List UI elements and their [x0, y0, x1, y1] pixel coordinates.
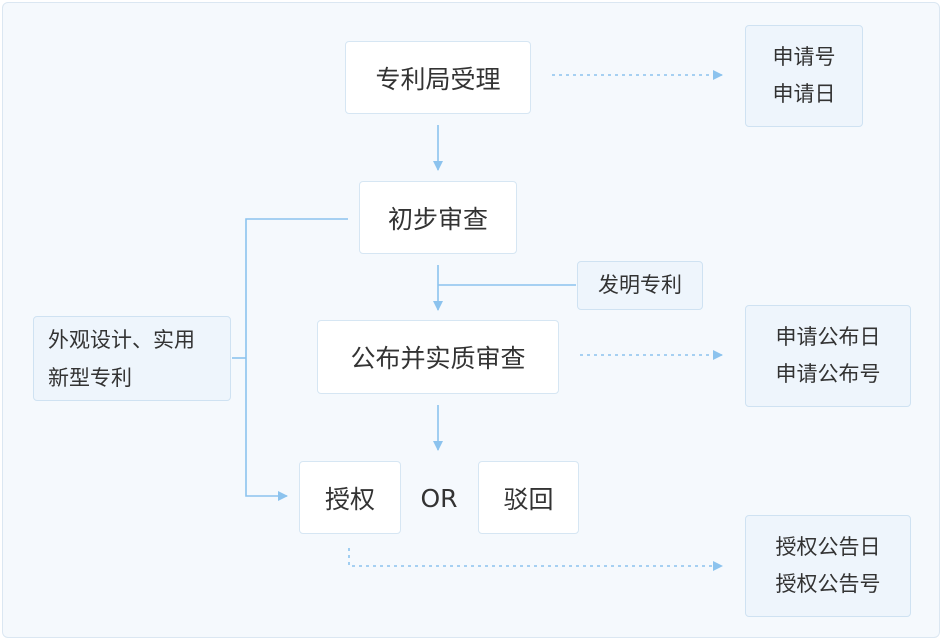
note-line: 新型专利: [48, 365, 132, 390]
or-text: OR: [420, 483, 458, 513]
step-preliminary: 初步审查: [359, 181, 517, 254]
note-grant-output: 授权公告日 授权公告号: [745, 515, 911, 617]
note-design-utility: 外观设计、实用 新型专利: [33, 316, 231, 401]
step-publish: 公布并实质审查: [317, 320, 559, 394]
step-preliminary-label: 初步审查: [387, 204, 488, 234]
step-accept-label: 专利局受理: [375, 64, 501, 94]
note-line: 授权公告号: [775, 572, 881, 596]
note-accept-output: 申请号 申请日: [745, 25, 863, 127]
note-line: 申请公布号: [775, 362, 881, 386]
dotted-arrow-grant-output: [348, 548, 723, 571]
step-reject-label: 驳回: [503, 484, 554, 514]
or-label: OR: [405, 478, 473, 518]
note-publish-output: 申请公布日 申请公布号: [745, 305, 911, 407]
note-line: 授权公告日: [775, 535, 881, 559]
step-publish-label: 公布并实质审查: [350, 344, 526, 373]
step-grant-label: 授权: [324, 484, 375, 514]
note-invention-label: 发明专利: [598, 273, 682, 297]
step-reject: 驳回: [478, 461, 579, 534]
note-line: 申请号: [772, 45, 836, 69]
note-line: 申请公布日: [775, 325, 881, 349]
note-line: 外观设计、实用: [48, 327, 195, 352]
note-line: 申请日: [772, 82, 836, 106]
step-accept: 专利局受理: [345, 41, 531, 114]
step-grant: 授权: [299, 461, 401, 534]
note-invention: 发明专利: [577, 261, 703, 310]
